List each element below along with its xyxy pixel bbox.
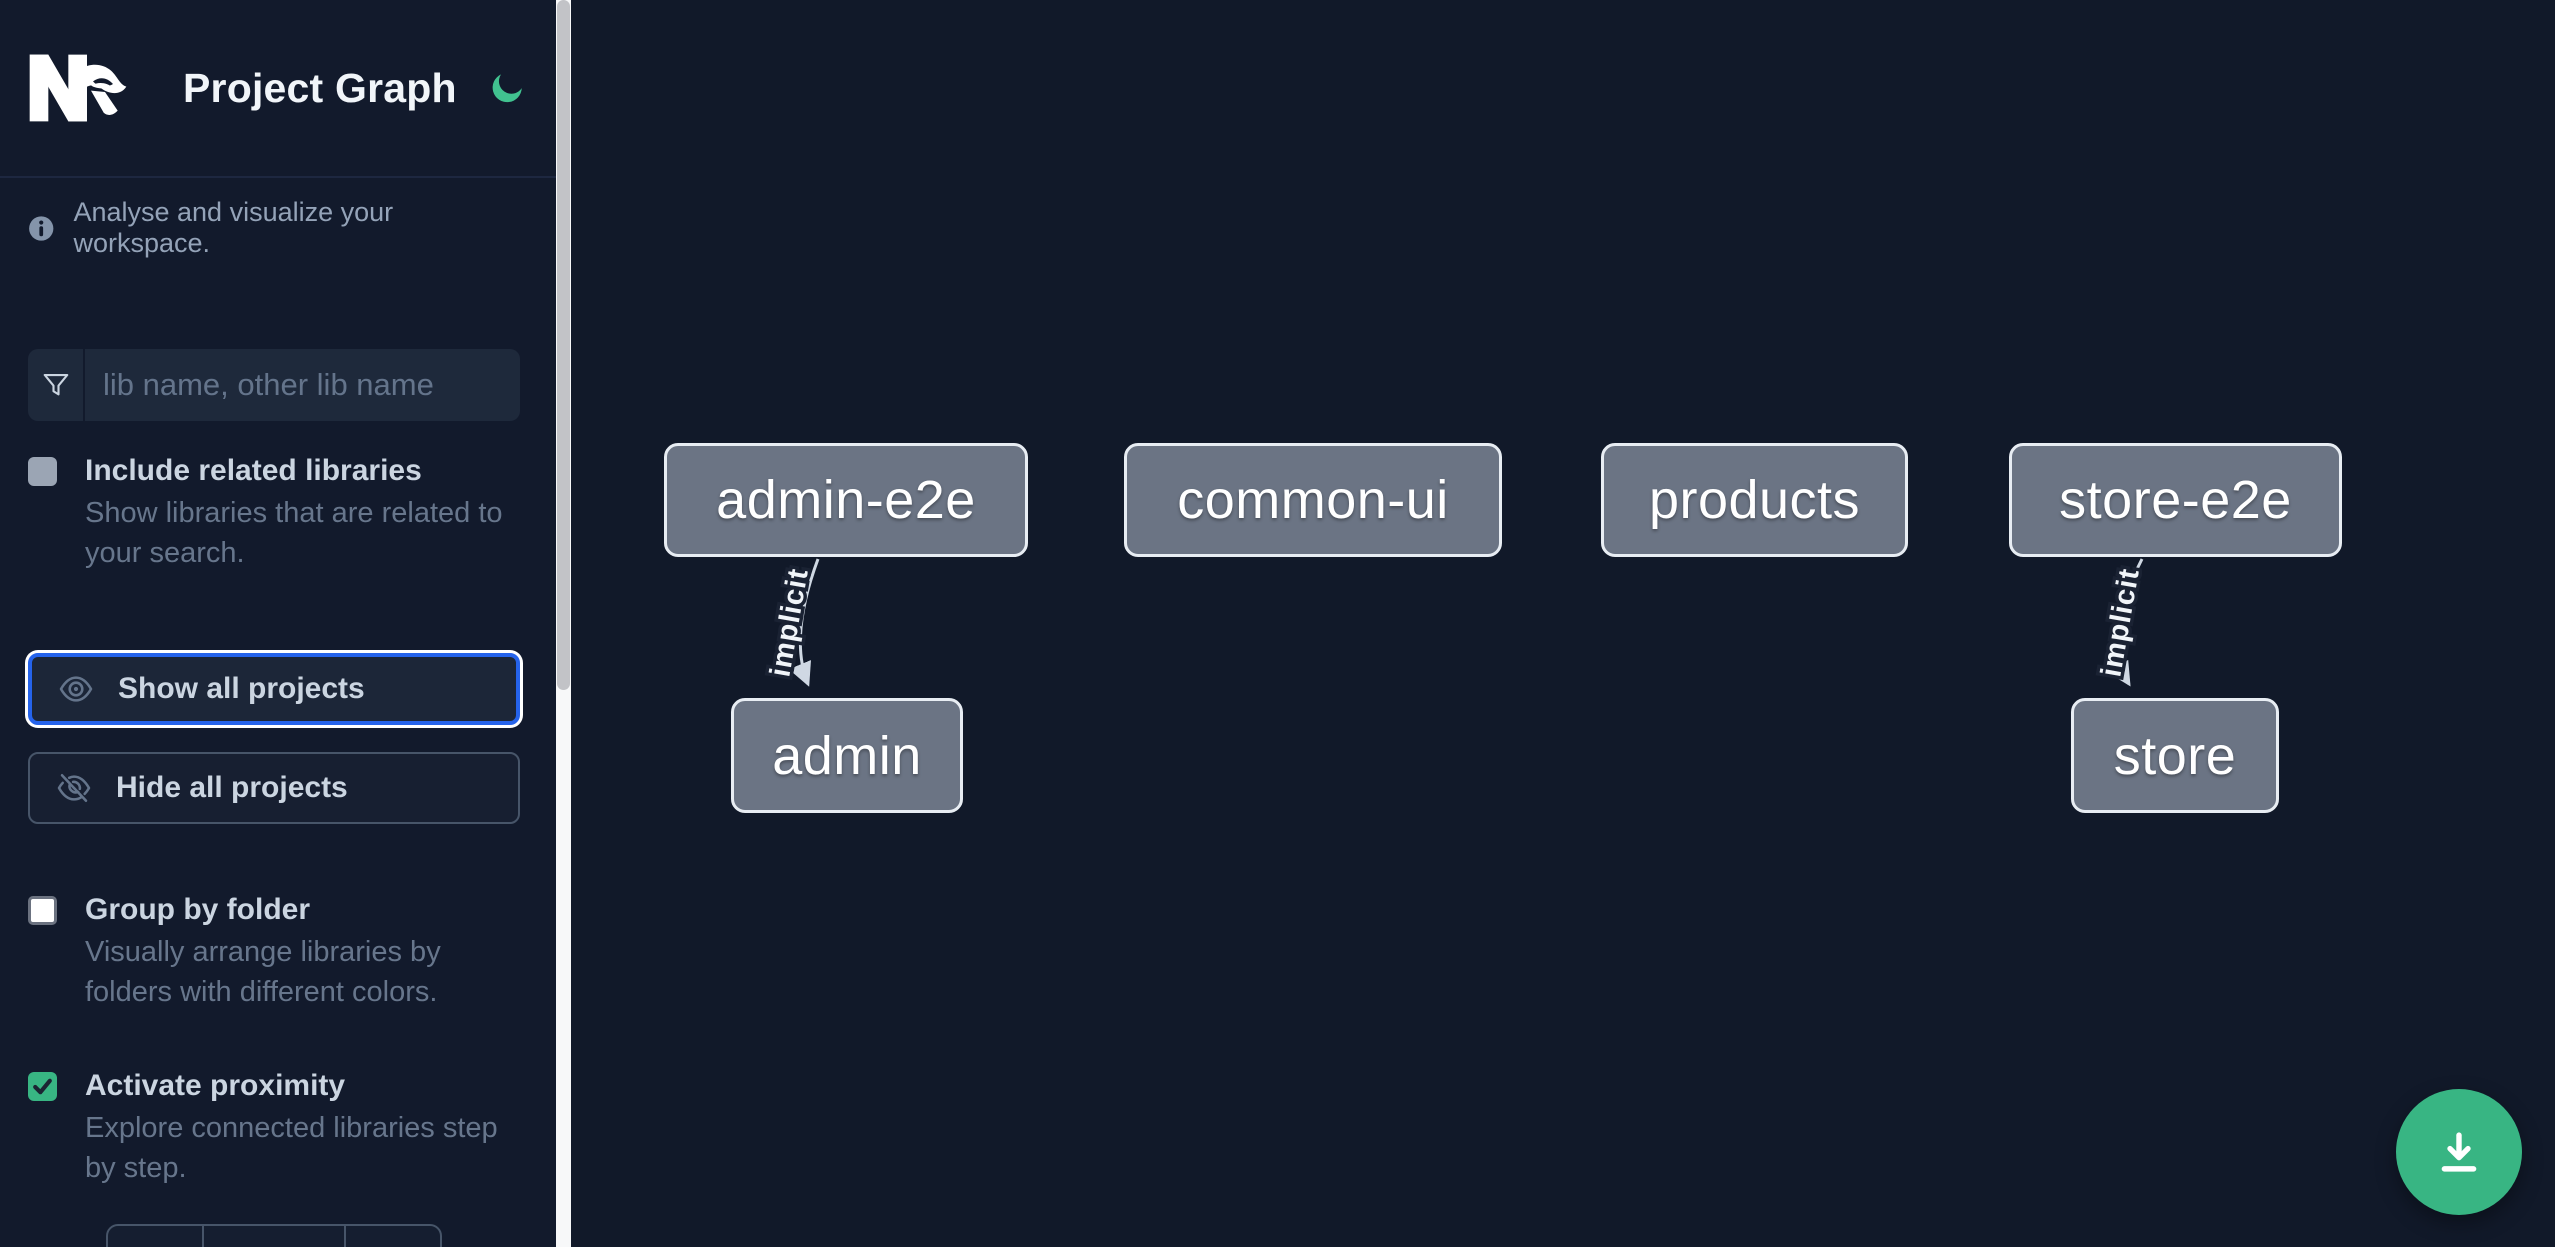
workspace-info-row: Analyse and visualize your workspace. <box>28 197 528 259</box>
eye-off-icon <box>57 773 91 803</box>
option-include-related-libraries: Include related libraries Show libraries… <box>28 451 528 573</box>
download-graph-button[interactable] <box>2396 1089 2522 1215</box>
search-icon-cell <box>28 349 85 421</box>
option-description: Visually arrange libraries by folders wi… <box>85 936 441 1008</box>
sidebar-scrollbar-track[interactable] <box>556 0 571 1247</box>
download-icon <box>2441 1132 2477 1172</box>
sidebar-content: Analyse and visualize your workspace. In… <box>0 178 556 1247</box>
search-box <box>28 349 520 421</box>
graph-node-admin[interactable]: admin <box>731 698 963 813</box>
info-icon <box>29 215 54 241</box>
graph-node-common-ui[interactable]: common-ui <box>1124 443 1502 557</box>
project-graph-canvas[interactable]: implicit implicit admin-e2e common-ui pr… <box>571 0 2555 1247</box>
node-label: admin <box>772 725 922 786</box>
proximity-increase-button[interactable]: + <box>344 1226 440 1247</box>
theme-toggle-button[interactable] <box>486 66 530 110</box>
proximity-stepper: − 1 + <box>106 1224 442 1247</box>
option-label: Activate proximity <box>85 1069 346 1102</box>
nx-logo-icon <box>29 54 127 122</box>
option-group-by-folder: Group by folder Visually arrange librari… <box>28 890 528 1012</box>
option-description: Explore connected libraries step by step… <box>85 1112 498 1184</box>
option-activate-proximity: Activate proximity Explore connected lib… <box>28 1066 528 1188</box>
hide-all-projects-button[interactable]: Hide all projects <box>28 752 520 824</box>
node-label: common-ui <box>1177 470 1449 530</box>
show-all-projects-button[interactable]: Show all projects <box>28 653 520 725</box>
sidebar: Project Graph Analyse and visualize your… <box>0 0 556 1247</box>
node-label: products <box>1648 470 1861 530</box>
search-input[interactable] <box>85 349 520 421</box>
node-label: admin-e2e <box>716 470 976 530</box>
option-description: Show libraries that are related to your … <box>85 497 503 569</box>
filter-funnel-icon <box>43 373 68 396</box>
proximity-decrease-button[interactable]: − <box>108 1226 204 1247</box>
tagline-text: Analyse and visualize your workspace. <box>73 197 394 258</box>
option-label: Include related libraries <box>85 454 422 487</box>
group-by-folder-checkbox[interactable] <box>28 896 57 925</box>
edge-label: implicit <box>2095 566 2146 679</box>
node-label: store <box>2113 725 2237 786</box>
proximity-value: 1 <box>204 1226 344 1247</box>
hide-all-projects-label: Hide all projects <box>116 771 348 804</box>
graph-node-store[interactable]: store <box>2071 698 2279 813</box>
option-label: Group by folder <box>85 893 310 926</box>
page-title: Project Graph <box>183 64 457 111</box>
edge-store-e2e-to-store <box>2107 558 2144 687</box>
eye-icon <box>59 676 93 702</box>
moon-icon <box>492 74 522 103</box>
node-label: store-e2e <box>2059 470 2292 530</box>
dependency-edges: implicit implicit <box>761 558 2149 687</box>
graph-node-admin-e2e[interactable]: admin-e2e <box>664 443 1028 557</box>
sidebar-header: Project Graph <box>0 0 556 178</box>
graph-node-store-e2e[interactable]: store-e2e <box>2009 443 2342 557</box>
sidebar-scrollbar-thumb[interactable] <box>557 0 570 690</box>
check-icon <box>33 1078 52 1095</box>
show-all-projects-label: Show all projects <box>118 672 365 705</box>
edge-label: implicit <box>764 566 815 679</box>
graph-node-products[interactable]: products <box>1601 443 1908 557</box>
activate-proximity-checkbox[interactable] <box>28 1072 57 1101</box>
include-related-checkbox[interactable] <box>28 457 57 486</box>
edge-admin-e2e-to-admin <box>788 558 820 687</box>
